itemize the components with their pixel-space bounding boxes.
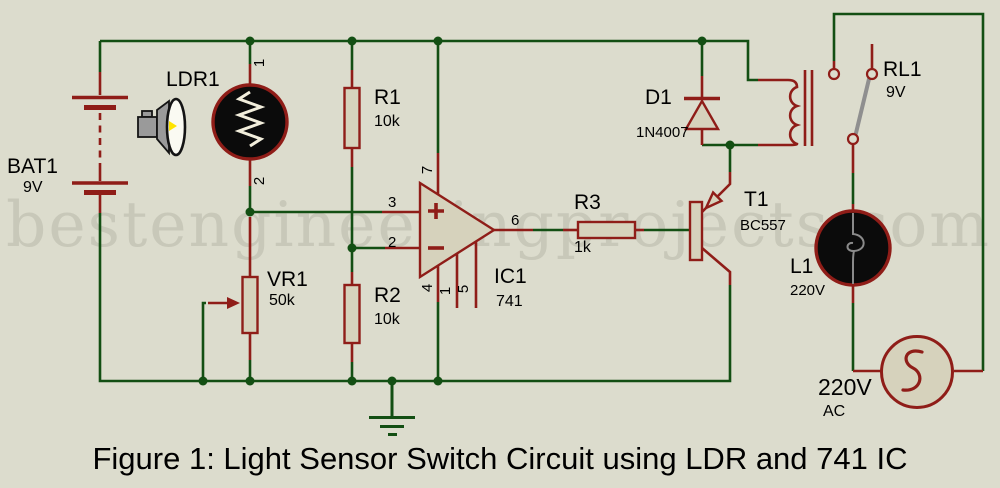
bat1-ref-label: BAT1 (7, 155, 58, 178)
rl1-ref-label: RL1 (883, 58, 922, 81)
t1-value-label: BC557 (740, 217, 786, 234)
t1-collector (701, 247, 732, 285)
ldr1-pin1-label: 1 (251, 58, 268, 68)
r1-body (343, 86, 361, 150)
ac-value-label: AC (823, 403, 846, 420)
ldr-disc (211, 83, 289, 161)
rl1-value-label: 9V (886, 84, 906, 101)
switch-contact-right (865, 67, 879, 81)
torch-lens (165, 97, 187, 157)
r3-symbol (563, 220, 644, 240)
l1-ref-label: L1 (790, 255, 814, 278)
switch-pole (846, 132, 860, 146)
ldr1-ref-label: LDR1 (166, 68, 220, 91)
ic1-ref-label: IC1 (494, 265, 527, 288)
schematic-canvas (72, 12, 985, 436)
switch-contact-left (827, 67, 841, 81)
r2-value-label: 10k (374, 311, 400, 328)
r2-symbol (343, 272, 361, 362)
ldr1-pin2-label: 2 (251, 176, 268, 186)
r1-ref-label: R1 (374, 86, 401, 109)
r2-ref-label: R2 (374, 284, 401, 307)
relay-coil (758, 78, 802, 147)
r3-value-label: 1k (574, 239, 591, 256)
ac-source-symbol (853, 335, 983, 409)
torch-beam-dot (169, 121, 177, 131)
r3-ref-label: R3 (574, 191, 601, 214)
opamp-pin7-label: 7 (419, 165, 436, 175)
t1-base-bar (688, 200, 704, 262)
opamp-symbol (382, 153, 533, 308)
wires-green (98, 12, 985, 383)
vr1-wiper-wire (201, 301, 206, 381)
opamp-pin3-label: 3 (388, 194, 397, 211)
r1-value-label: 10k (374, 113, 400, 130)
opamp-pin5-label: 5 (455, 284, 472, 294)
junction-dots (198, 36, 735, 386)
vr1-value-label: 50k (269, 292, 295, 309)
torch-cone (156, 99, 170, 156)
ac-ref-label: 220V (818, 374, 872, 400)
ldr-zigzag (234, 90, 266, 148)
opamp-pin1-label: 1 (437, 286, 454, 296)
vr1-wiper-arrow (227, 297, 240, 309)
lamp-filament-lower (852, 250, 855, 284)
top-rail-wire (100, 39, 758, 82)
vr1-body (241, 275, 259, 335)
battery-symbol (72, 72, 128, 213)
d1-ref-label: D1 (645, 86, 672, 109)
torch-body (137, 116, 158, 138)
ground-symbol (369, 381, 415, 436)
relay-switch-symbol (827, 44, 879, 173)
mains-loop-wire (832, 12, 985, 371)
t1-symbol (688, 172, 732, 285)
lamp-symbol (814, 204, 892, 303)
d1-value-label: 1N4007 (636, 124, 689, 141)
opamp-pin4-label: 4 (419, 283, 436, 293)
vr1-ref-label: VR1 (267, 268, 308, 291)
r1-symbol (343, 70, 361, 167)
relay-coil-symbol (758, 70, 814, 147)
ac-sine-glyph (901, 349, 924, 392)
torch-tab (141, 110, 153, 118)
ldr-symbol (211, 64, 289, 186)
switch-lever (854, 77, 871, 135)
vr1-symbol (208, 217, 259, 360)
opamp-plus-sign (428, 203, 444, 219)
r3-body (576, 220, 637, 240)
d1-symbol (683, 76, 721, 145)
opamp-pin2-label: 2 (388, 234, 397, 251)
d1-triangle (683, 98, 721, 131)
t1-ref-label: T1 (744, 188, 769, 211)
t1-emitter-arrow (703, 190, 724, 211)
bottom-rail-wire (98, 213, 732, 383)
pin3-net-wire (248, 186, 382, 214)
r2-body (343, 283, 361, 345)
relay-core-bars (803, 70, 814, 146)
ic1-value-label: 741 (496, 293, 523, 310)
figure-caption: Figure 1: Light Sensor Switch Circuit us… (92, 441, 908, 476)
opamp-pin6-label: 6 (511, 212, 520, 229)
l1-value-label: 220V (790, 282, 826, 299)
lamp-filament (846, 213, 865, 252)
bat1-value-label: 9V (23, 179, 43, 196)
ground-bars (369, 416, 415, 436)
torch-icon (137, 97, 187, 157)
